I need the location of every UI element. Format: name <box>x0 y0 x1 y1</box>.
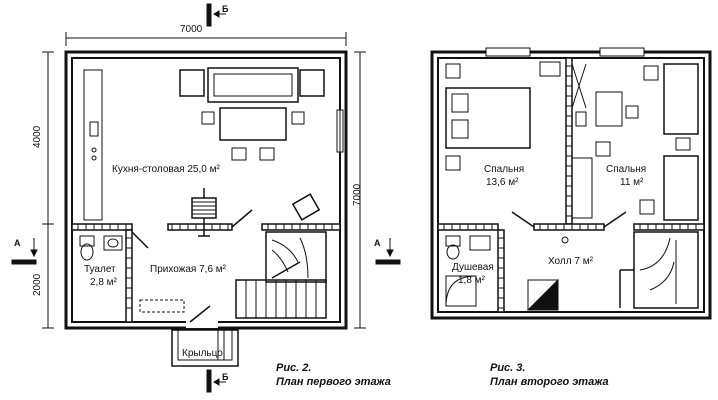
room-toilet-area: 2,8 м² <box>90 277 117 288</box>
outer-walls-2 <box>430 50 712 320</box>
staircase <box>265 231 327 283</box>
desk <box>595 91 623 127</box>
section-markers <box>11 3 401 393</box>
section-b-top: Б <box>222 4 229 14</box>
washbasin <box>103 235 123 251</box>
caption-fig2-title: План первого этажа <box>276 376 391 388</box>
room-toilet-name: Туалет <box>84 264 116 275</box>
section-a-right: А <box>374 238 381 248</box>
single-bed <box>663 63 699 135</box>
caption-fig2-number: Рис. 2. <box>276 362 312 374</box>
section-a-left: А <box>14 238 21 248</box>
room-shower-area: 1,8 м² <box>458 275 485 286</box>
shower-tray <box>445 275 477 307</box>
radiator <box>191 197 217 219</box>
dim-width: 7000 <box>180 24 203 35</box>
dim-height-upper: 4000 <box>32 125 43 148</box>
dining-table <box>219 107 287 141</box>
room-hall-1: Прихожая 7,6 м² <box>150 264 227 275</box>
sofa <box>207 67 299 103</box>
partition-wall <box>167 223 233 231</box>
room-bedroom1-name: Спальня <box>484 164 525 175</box>
kitchen-counter <box>83 69 103 221</box>
room-porch: Крыльцо <box>182 348 223 359</box>
section-b-bottom: Б <box>222 372 229 382</box>
caption-fig3-title: План второго этажа <box>490 376 609 388</box>
room-shower-name: Душевая <box>452 262 494 273</box>
toilet-bowl <box>79 235 95 247</box>
room-bedroom2-area: 11 м² <box>620 177 644 188</box>
caption-fig3-number: Рис. 3. <box>490 362 526 374</box>
dim-height-right: 7000 <box>352 183 363 206</box>
bedroom-partition <box>565 57 573 225</box>
double-bed <box>445 87 531 149</box>
room-kitchen: Кухня-столовая 25,0 м² <box>112 164 220 175</box>
dimension-lines <box>42 32 366 329</box>
room-hall-2: Холл 7 м² <box>548 256 593 267</box>
dim-height-lower: 2000 <box>32 273 43 296</box>
armchair <box>291 193 321 221</box>
plan-second-floor <box>430 47 712 320</box>
room-bedroom1-area: 13,6 м² <box>486 177 519 188</box>
room-bedroom2-name: Спальня <box>606 164 647 175</box>
bench <box>139 299 185 313</box>
plan-first-floor <box>11 3 401 393</box>
staircase-2 <box>633 231 699 309</box>
